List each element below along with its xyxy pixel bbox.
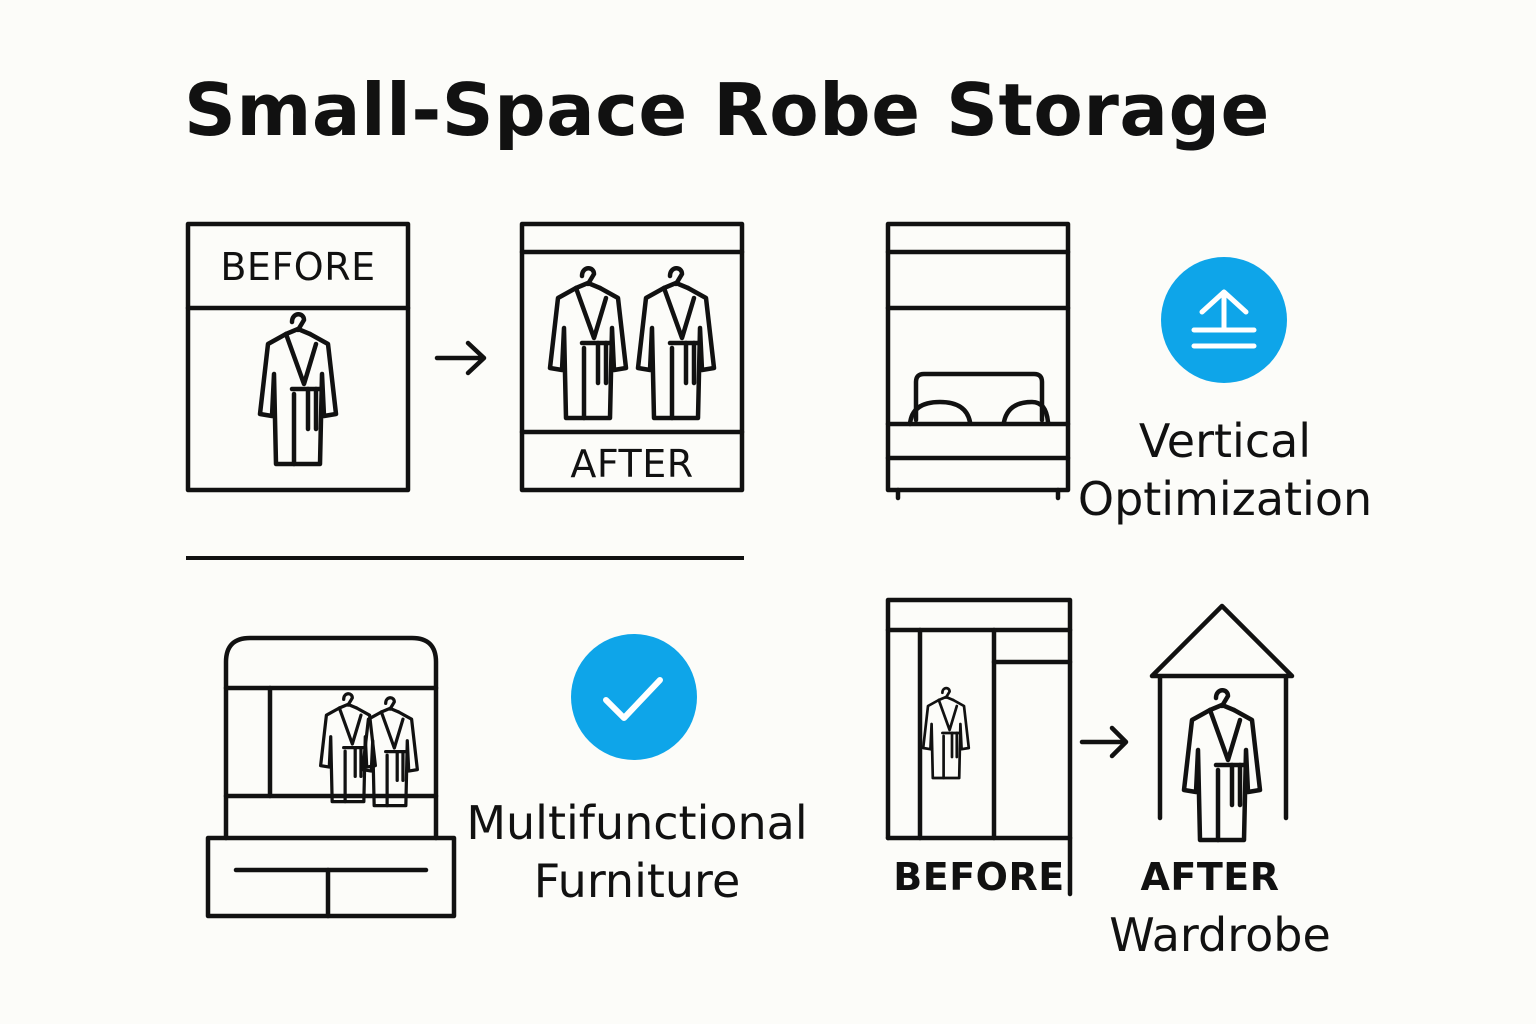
robe-icon	[260, 314, 336, 464]
upload-icon	[1161, 257, 1287, 383]
before-label: BEFORE	[220, 245, 376, 289]
vertical-label-line1: Vertical	[1138, 414, 1312, 468]
robe-icon	[361, 696, 419, 808]
robe-icon	[550, 268, 626, 418]
after-closet	[519, 221, 745, 493]
arrow-right-icon	[1079, 725, 1129, 759]
before-closet	[185, 221, 411, 493]
house-wardrobe	[1149, 603, 1295, 840]
multifunctional-label-line2: Furniture	[533, 854, 741, 908]
narrow-wardrobe	[885, 597, 1073, 897]
vertical-label-line2: Optimization	[1077, 472, 1373, 526]
page-title: Small-Space Robe Storage	[184, 68, 1270, 152]
wardrobe-sublabel: Wardrobe	[1109, 908, 1331, 962]
loft-bed-icon	[885, 221, 1071, 501]
multifunctional-label-line1: Multifunctional	[466, 796, 808, 850]
robe-icon	[1184, 690, 1260, 840]
checkmark-icon	[571, 634, 697, 760]
after-label: AFTER	[570, 442, 694, 486]
wardrobe-after-label: AFTER	[1140, 855, 1280, 899]
robe-icon	[921, 686, 971, 780]
robe-icon	[638, 268, 714, 418]
robe-icon	[319, 692, 377, 804]
wardrobe-before-label: BEFORE	[893, 855, 1065, 899]
storage-bed-icon	[205, 635, 457, 919]
arrow-right-icon	[434, 340, 487, 376]
